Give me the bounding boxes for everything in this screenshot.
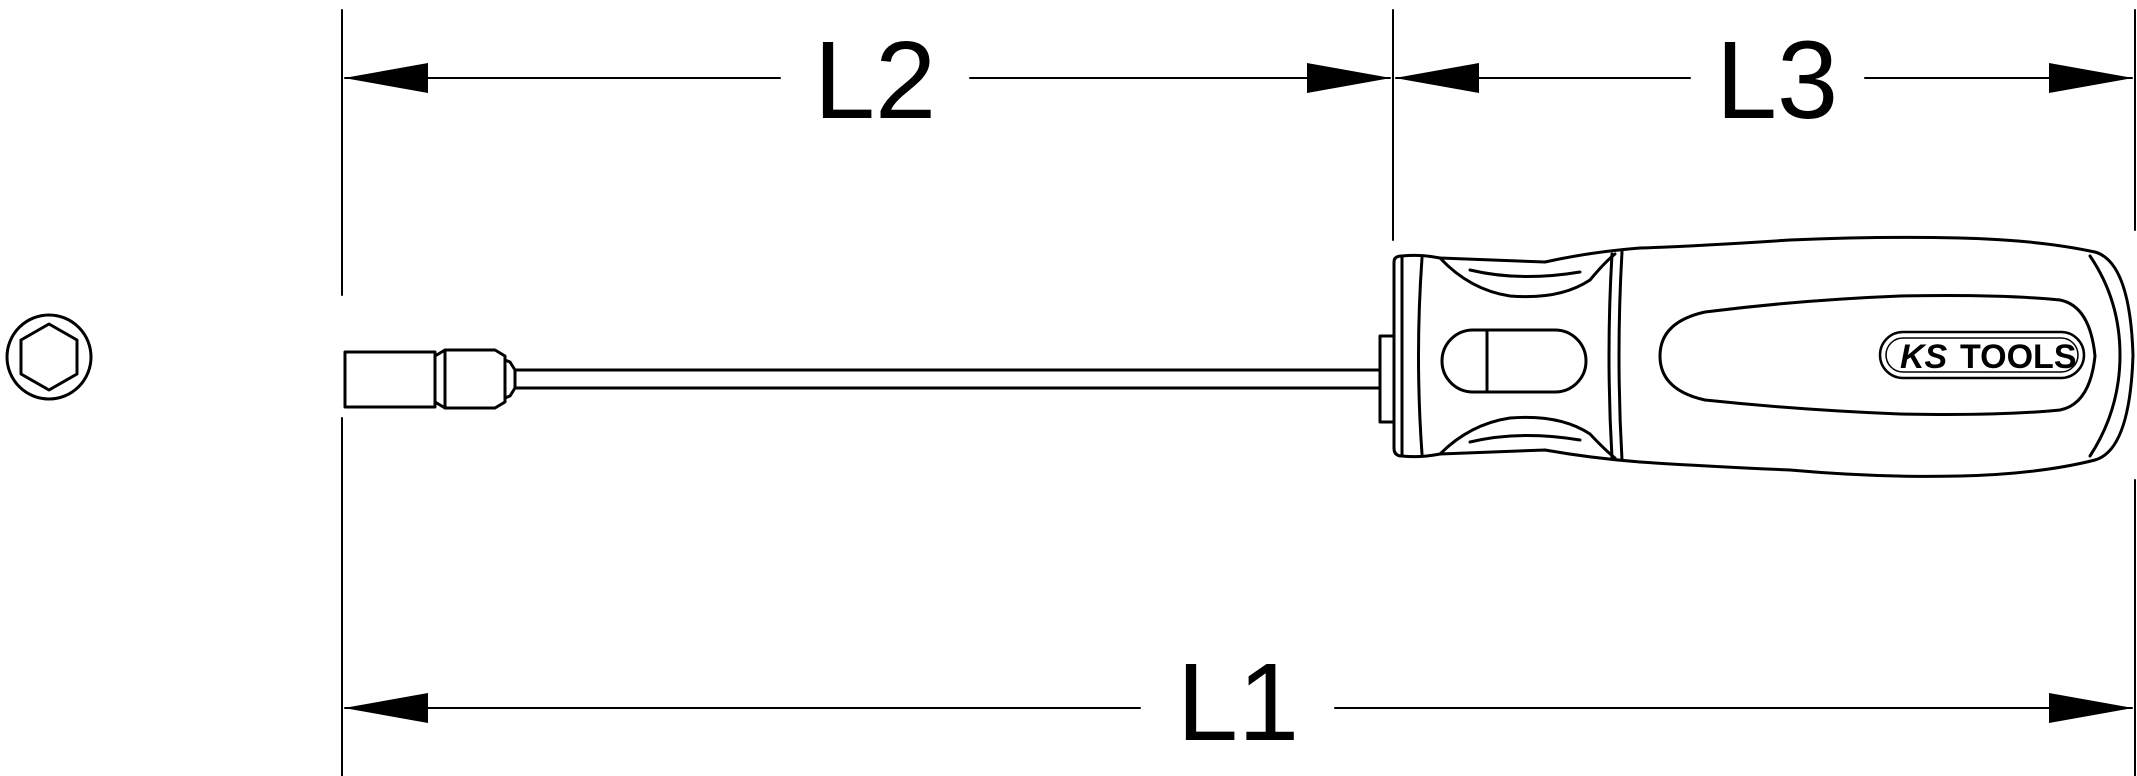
dimension-label-l1: L1 — [1177, 641, 1299, 764]
hex-end-view — [5, 313, 93, 401]
dimension-label-l3: L3 — [1716, 19, 1838, 142]
arrowhead-l2-right — [1307, 63, 1391, 93]
arrowhead-l2-left — [344, 63, 428, 93]
arrowhead-l1-left — [344, 693, 428, 723]
socket-tip — [343, 348, 517, 410]
arrowhead-l1-right — [2049, 693, 2133, 723]
brand-logo — [1878, 330, 2086, 380]
arrowheads — [344, 63, 2133, 723]
dimension-label-l2: L2 — [814, 19, 936, 142]
shaft — [513, 368, 1382, 390]
logo-text-tools: TOOLS — [1960, 338, 2077, 376]
extension-lines — [341, 9, 2136, 776]
ferrule — [1378, 254, 1404, 458]
arrowhead-l3-left — [1395, 63, 1479, 93]
handle — [1400, 235, 2135, 478]
arrowhead-l3-right — [2049, 63, 2133, 93]
logo-text-ks: KS — [1900, 338, 1948, 376]
